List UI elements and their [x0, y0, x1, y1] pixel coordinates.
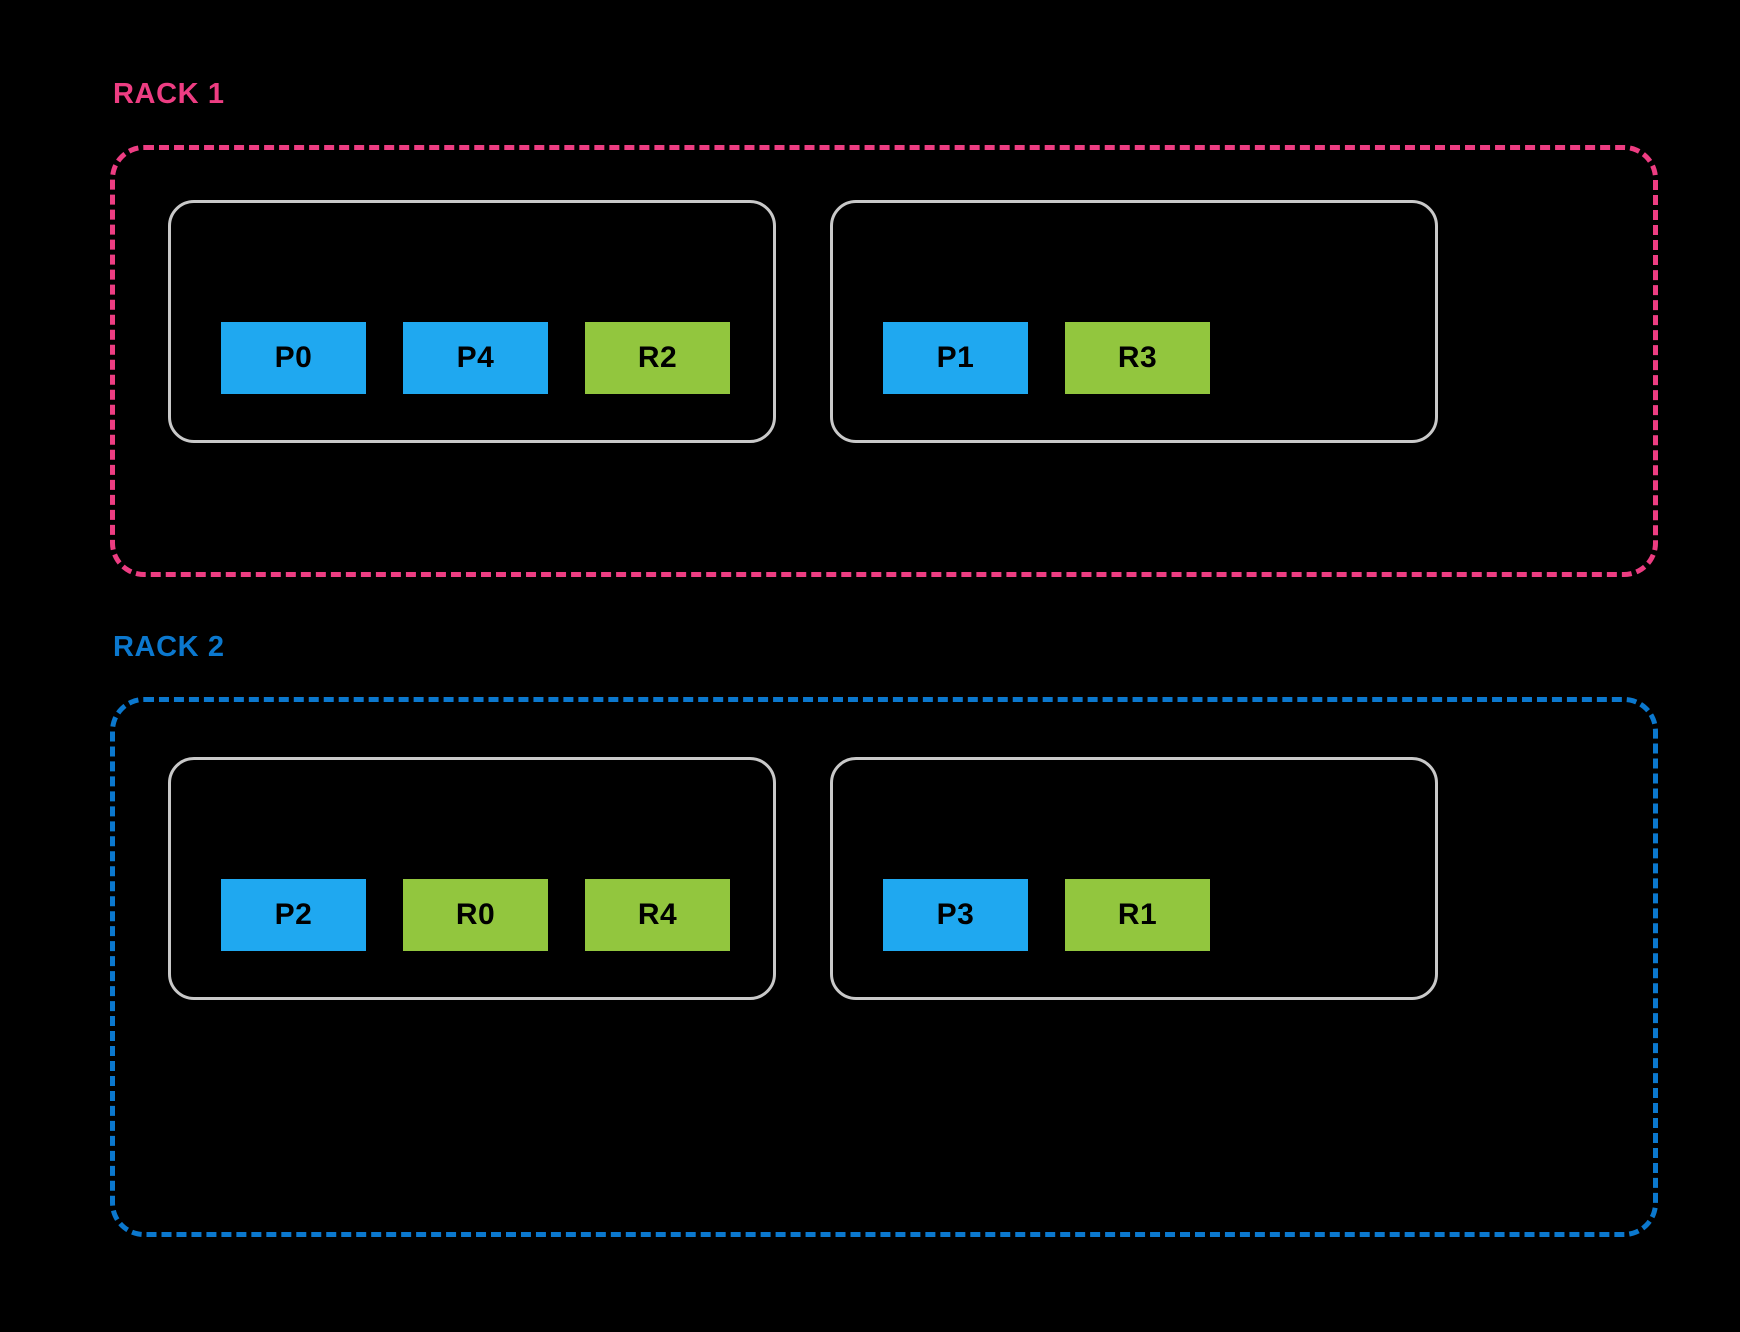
partition-chip-p3[interactable]: P3 [883, 879, 1028, 951]
rack-1-node-b[interactable]: P1 R3 [830, 200, 1438, 443]
replica-chip-r0[interactable]: R0 [403, 879, 548, 951]
replica-chip-r4[interactable]: R4 [585, 879, 730, 951]
rack-1-label: RACK 1 [113, 78, 225, 110]
rack-2-node-b[interactable]: P3 R1 [830, 757, 1438, 1000]
rack-1-node-a-chips: P0 P4 R2 [171, 322, 730, 440]
replica-chip-r3[interactable]: R3 [1065, 322, 1210, 394]
partition-chip-p0[interactable]: P0 [221, 322, 366, 394]
partition-chip-p4[interactable]: P4 [403, 322, 548, 394]
rack-2-node-a-chips: P2 R0 R4 [171, 879, 730, 997]
partition-chip-p2[interactable]: P2 [221, 879, 366, 951]
partition-chip-p1[interactable]: P1 [883, 322, 1028, 394]
replica-chip-r1[interactable]: R1 [1065, 879, 1210, 951]
rack-1-boundary [110, 145, 1658, 577]
rack-2-boundary [110, 697, 1658, 1237]
rack-1-node-a[interactable]: P0 P4 R2 [168, 200, 776, 443]
rack-2-node-b-chips: P3 R1 [833, 879, 1210, 997]
rack-2-label: RACK 2 [113, 631, 225, 663]
replica-chip-r2[interactable]: R2 [585, 322, 730, 394]
rack-1-node-b-chips: P1 R3 [833, 322, 1210, 440]
rack-2-node-a[interactable]: P2 R0 R4 [168, 757, 776, 1000]
